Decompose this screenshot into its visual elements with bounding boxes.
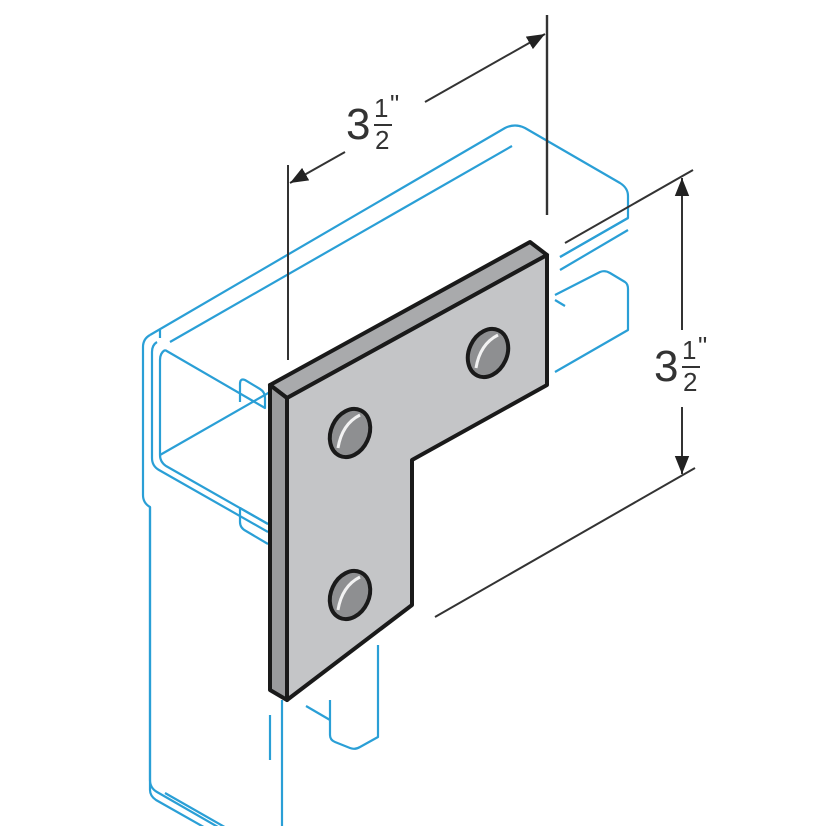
height-extension-bottom xyxy=(434,467,696,618)
width-dimension-arrow-right xyxy=(424,33,546,103)
height-denominator: 2 xyxy=(683,367,698,397)
hole-top-left xyxy=(327,406,373,460)
strut-channel xyxy=(141,124,630,831)
height-dimension-label: 3 1 2 " xyxy=(654,333,724,407)
height-whole: 3 xyxy=(654,342,679,391)
hole-bottom xyxy=(327,568,373,622)
width-numerator: 1 xyxy=(374,93,389,123)
hole-top-right xyxy=(465,326,511,380)
width-dimension-arrow-left xyxy=(289,151,346,184)
width-whole: 3 xyxy=(346,100,371,149)
mounting-holes xyxy=(327,326,511,622)
width-fraction-bar xyxy=(374,124,392,126)
height-unit: " xyxy=(698,331,708,361)
plate-left-edge xyxy=(268,383,289,702)
height-fraction-bar xyxy=(682,366,700,368)
height-extension-top xyxy=(564,169,694,244)
corner-plate xyxy=(268,240,549,702)
width-unit: " xyxy=(390,89,400,119)
width-dimension-label: 3 1 2 " xyxy=(346,91,416,165)
height-numerator: 1 xyxy=(682,335,697,365)
width-denominator: 2 xyxy=(375,125,390,155)
dimension-lines xyxy=(287,15,696,618)
